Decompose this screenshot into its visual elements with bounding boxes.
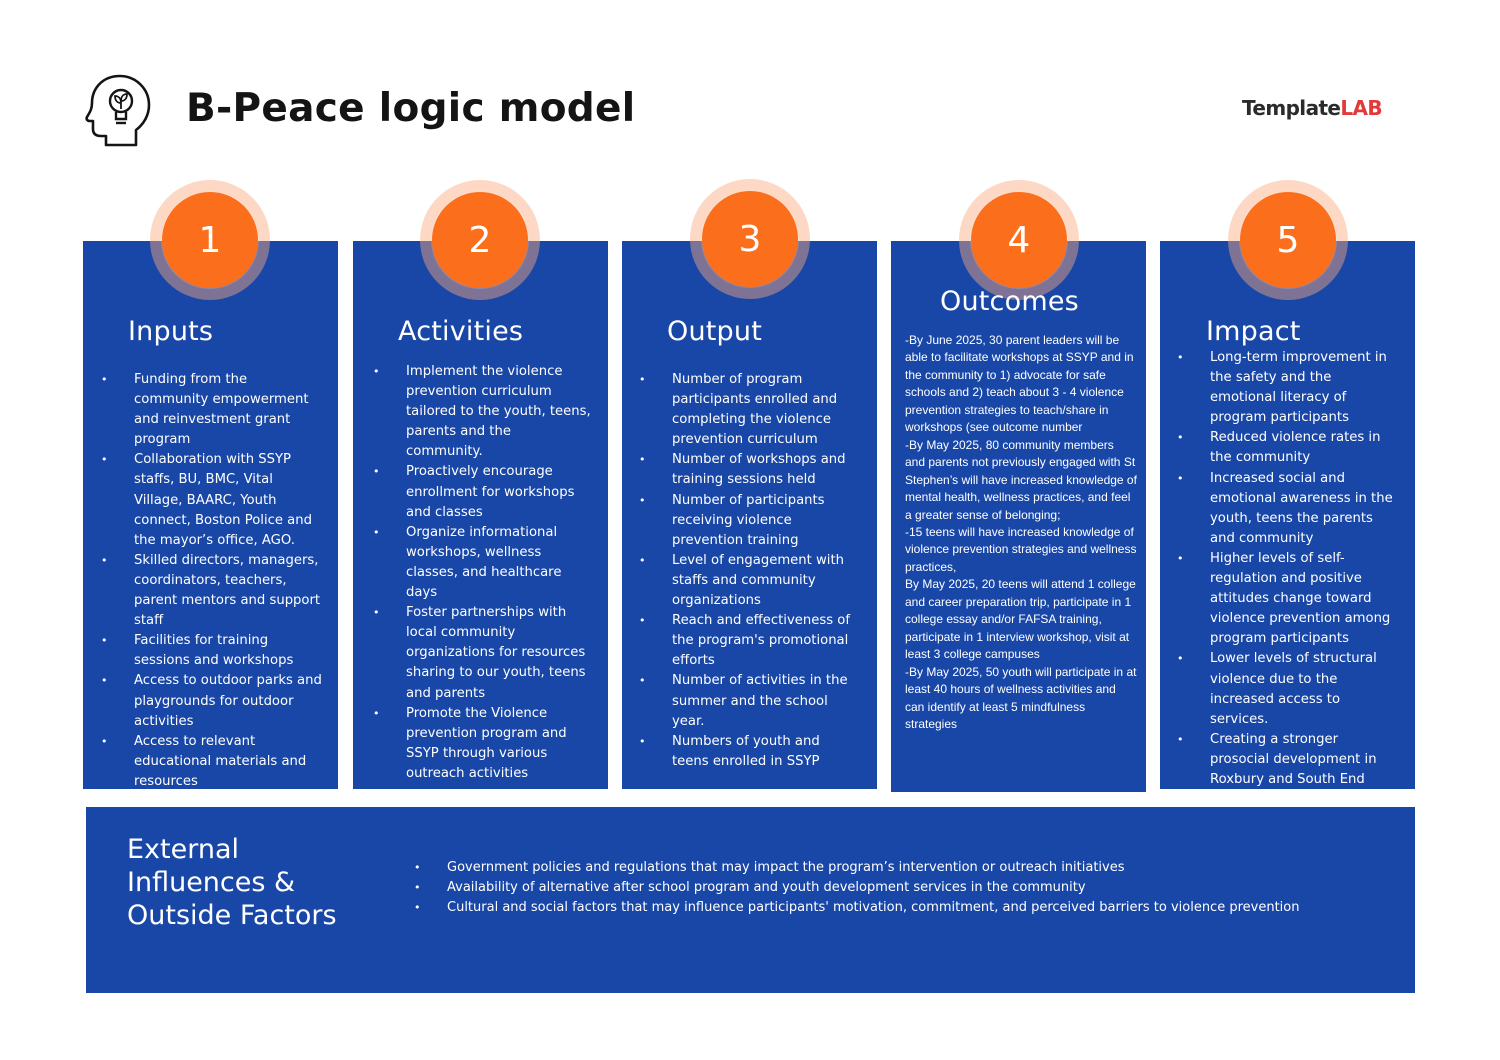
list-item: Implement the violence prevention curric… xyxy=(373,362,591,462)
step-3-badge: 3 xyxy=(690,179,810,299)
external-title: External Influences & Outside Factors xyxy=(127,834,337,931)
list-item: Numbers of youth and teens enrolled in S… xyxy=(639,732,857,772)
output-title: Output xyxy=(667,316,762,347)
list-item: Skilled directors, managers, coordinator… xyxy=(101,551,324,631)
list-item: Cultural and social factors that may inf… xyxy=(414,898,1300,918)
head-lightbulb-icon xyxy=(85,74,151,147)
step-number: 1 xyxy=(162,192,258,288)
activities-title: Activities xyxy=(398,316,524,347)
list-item: Number of program participants enrolled … xyxy=(639,370,857,450)
external-list: Government policies and regulations that… xyxy=(414,858,1300,918)
step-number: 3 xyxy=(702,191,798,287)
brand-logo: TemplateLAB xyxy=(1242,96,1383,120)
outcomes-title: Outcomes xyxy=(940,286,1079,317)
step-2-badge: 2 xyxy=(420,180,540,300)
inputs-title: Inputs xyxy=(128,316,214,347)
list-item: Funding from the community empowerment a… xyxy=(101,370,324,450)
outcomes-panel xyxy=(891,241,1146,792)
list-item: Collaboration with SSYP staffs, BU, BMC,… xyxy=(101,450,324,550)
list-item: Number of workshops and training session… xyxy=(639,450,857,490)
list-item: Availability of alternative after school… xyxy=(414,878,1299,898)
list-item: Long-term improvement in the safety and … xyxy=(1177,348,1400,428)
step-5-badge: 5 xyxy=(1228,180,1348,300)
step-number: 2 xyxy=(432,192,528,288)
list-item: Proactively encourage enrollment for wor… xyxy=(373,462,591,522)
step-1-badge: 1 xyxy=(150,180,270,300)
list-item: Access to relevant educational materials… xyxy=(101,732,324,792)
list-item: Number of participants receiving violenc… xyxy=(639,491,857,551)
list-item: Higher levels of self-regulation and pos… xyxy=(1177,549,1400,649)
list-item: Access to outdoor parks and playgrounds … xyxy=(101,671,324,731)
output-list: Number of program participants enrolled … xyxy=(639,370,857,772)
outcome-paragraph: -By May 2025, 80 community members and p… xyxy=(905,437,1137,522)
list-item: Reach and effectiveness of the program's… xyxy=(639,611,857,671)
step-4-badge: 4 xyxy=(959,180,1079,300)
inputs-list: Funding from the community empowerment a… xyxy=(101,370,324,792)
impact-title: Impact xyxy=(1206,316,1301,347)
list-item: Increased social and emotional awareness… xyxy=(1177,469,1400,549)
outcome-paragraph: -15 teens will have increased knowledge … xyxy=(905,524,1137,574)
list-item: Facilities for training sessions and wor… xyxy=(101,631,324,671)
list-item: Creating a stronger prosocial developmen… xyxy=(1177,730,1400,790)
list-item: Reduced violence rates in the community xyxy=(1177,428,1400,468)
list-item: Promote the Violence prevention program … xyxy=(373,704,591,784)
list-item: Number of activities in the summer and t… xyxy=(639,671,857,731)
step-number: 4 xyxy=(971,192,1067,288)
outcomes-text: -By June 2025, 30 parent leaders will be… xyxy=(905,332,1137,733)
list-item: Government policies and regulations that… xyxy=(414,858,1299,878)
page-title: B-Peace logic model xyxy=(186,86,636,131)
outcome-paragraph: By May 2025, 20 teens will attend 1 coll… xyxy=(905,577,1136,662)
step-number: 5 xyxy=(1240,192,1336,288)
activities-list: Implement the violence prevention curric… xyxy=(373,362,591,784)
list-item: Organize informational workshops, wellne… xyxy=(373,523,591,603)
outcome-paragraph: -By May 2025, 50 youth will participate … xyxy=(905,664,1137,731)
list-item: Level of engagement with staffs and comm… xyxy=(639,551,857,611)
impact-list: Long-term improvement in the safety and … xyxy=(1177,348,1400,790)
list-item: Foster partnerships with local community… xyxy=(373,603,591,703)
list-item: Lower levels of structural violence due … xyxy=(1177,649,1400,729)
outcome-paragraph: -By June 2025, 30 parent leaders will be… xyxy=(905,333,1134,435)
